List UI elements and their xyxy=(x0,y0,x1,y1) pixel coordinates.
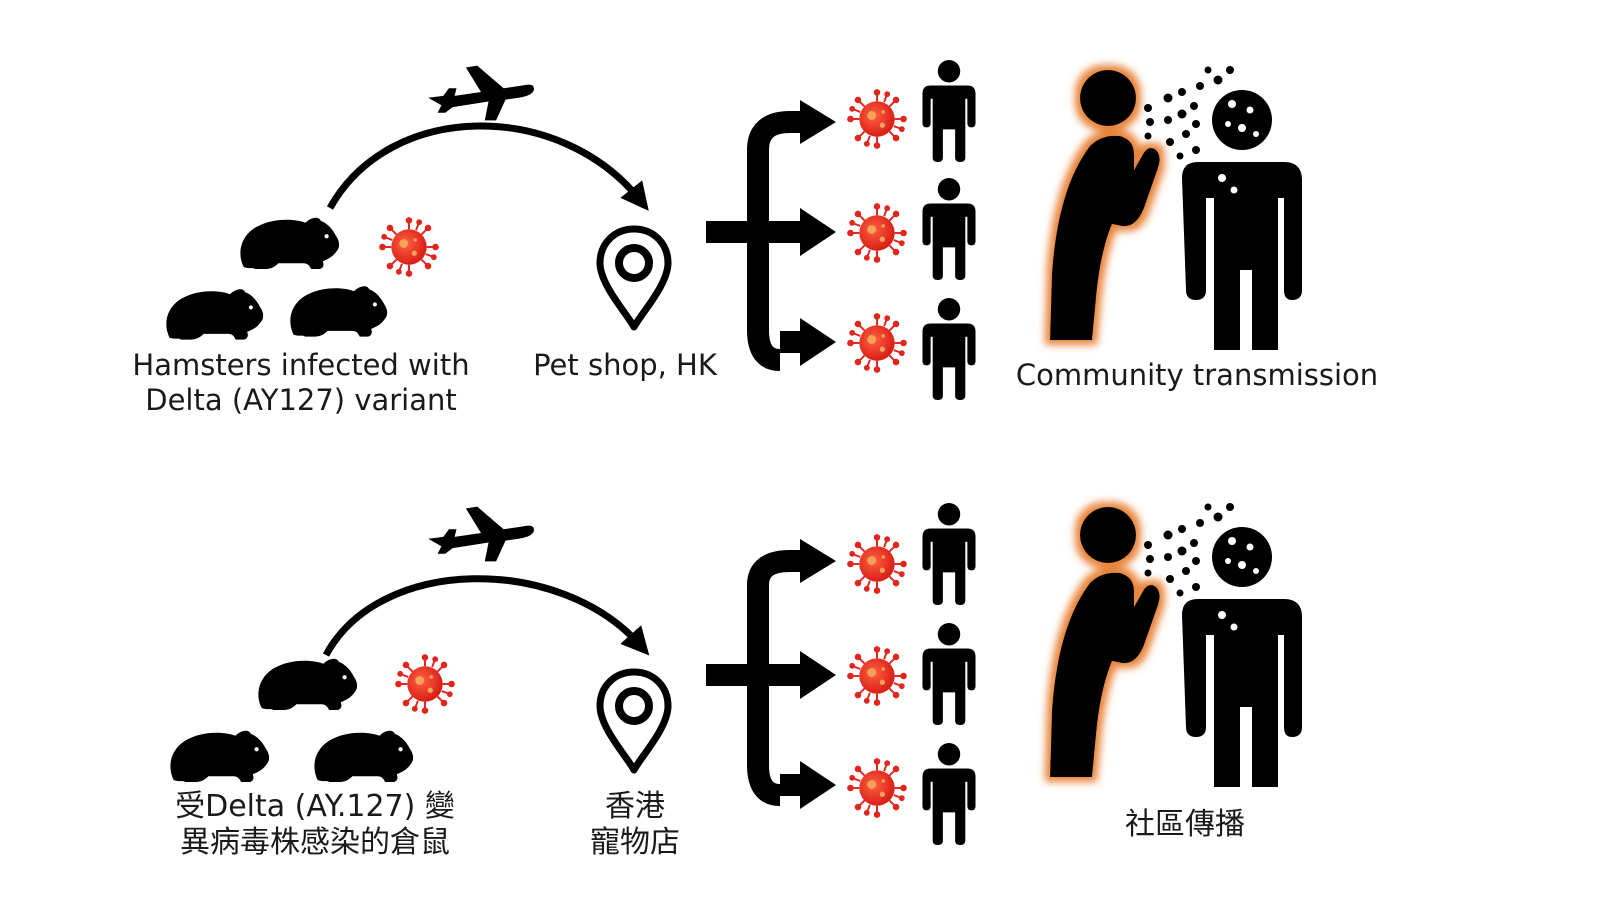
pet-shop-label: 香港 寵物店 xyxy=(590,789,680,860)
person-icon xyxy=(922,743,976,845)
airplane-icon xyxy=(428,65,535,121)
hamsters-label: 受Delta (AY.127) 變 異病毒株感染的倉鼠 xyxy=(175,789,455,860)
hamster-icon xyxy=(166,289,264,340)
hamster-icon xyxy=(290,286,388,337)
panel-illustration xyxy=(166,60,1600,400)
hamster-icon xyxy=(240,217,340,270)
community-transmission-label: 社區傳播 xyxy=(1125,807,1245,842)
virus-icon xyxy=(395,654,455,714)
flight-arc-arrow xyxy=(322,575,650,657)
flight-arc-arrow xyxy=(326,122,649,211)
virus-icon xyxy=(847,313,907,373)
virus-icon xyxy=(847,203,907,263)
branching-arrow-icon xyxy=(706,550,801,806)
pet-shop-label: Pet shop, HK xyxy=(533,348,717,382)
person-icon xyxy=(922,623,976,725)
arrow-head-icon xyxy=(800,539,836,809)
virus-icon xyxy=(847,758,907,818)
community-transmission-label: Community transmission xyxy=(1015,358,1379,392)
hamster-icon xyxy=(314,730,414,783)
hamster-icon xyxy=(258,658,358,711)
community-transmission-icon xyxy=(1050,66,1302,350)
person-icon xyxy=(922,178,976,280)
person-icon xyxy=(922,298,976,400)
arrow-head-icon xyxy=(800,100,836,366)
panel-chinese: 受Delta (AY.127) 變 異病毒株感染的倉鼠 香港 寵物店 社區傳播 xyxy=(0,445,1600,885)
person-icon xyxy=(922,503,976,605)
panel-english: Hamsters infected with Delta (AY127) var… xyxy=(0,0,1600,440)
hamsters-label: Hamsters infected with Delta (AY127) var… xyxy=(132,348,470,417)
location-pin-icon xyxy=(600,672,668,770)
panel-illustration xyxy=(170,503,1600,845)
virus-icon xyxy=(847,534,907,594)
virus-icon xyxy=(379,217,439,277)
community-transmission-icon xyxy=(1050,503,1302,787)
person-icon xyxy=(922,60,976,162)
hamster-icon xyxy=(170,730,270,783)
virus-icon xyxy=(847,89,907,149)
virus-icon xyxy=(847,646,907,706)
airplane-icon xyxy=(428,506,535,562)
location-pin-icon xyxy=(600,229,668,327)
branching-arrow-icon xyxy=(706,111,801,371)
